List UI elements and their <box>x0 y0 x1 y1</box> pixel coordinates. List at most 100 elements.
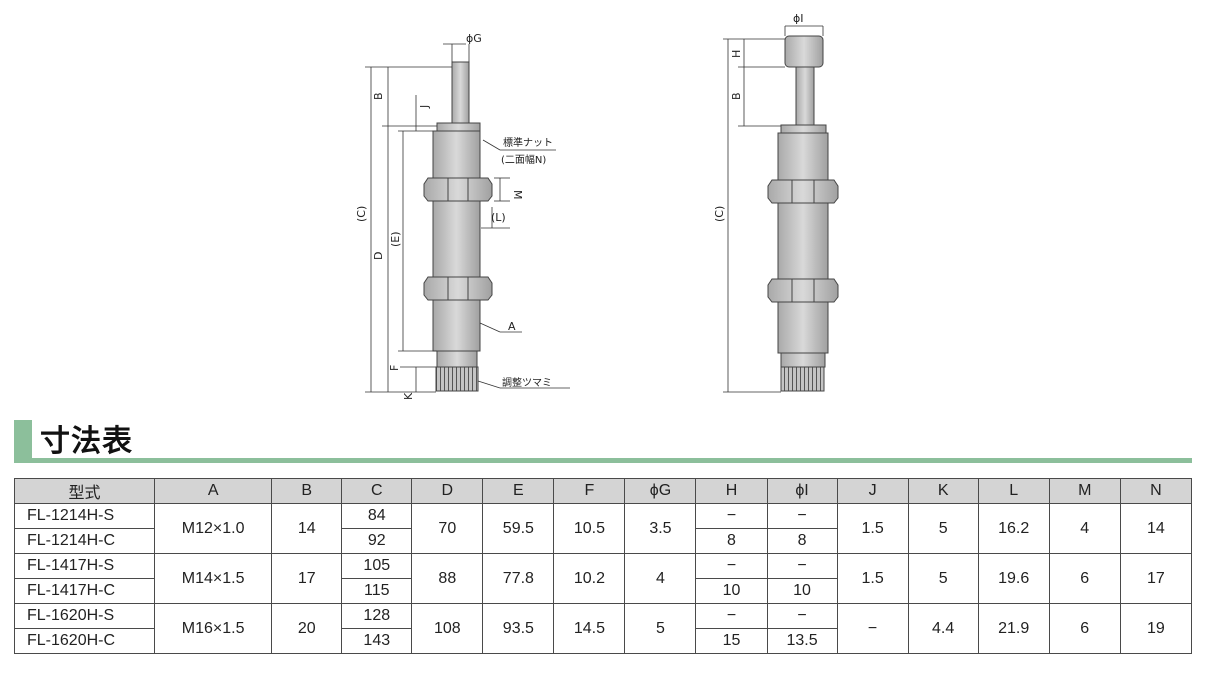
header-cell: E <box>482 478 555 504</box>
cell-C: 92 <box>341 528 413 554</box>
section-accent-bar <box>14 420 32 458</box>
table-row: FL-1417H-C 115 10 10 <box>13 578 1192 604</box>
right-piston-rod <box>795 66 815 126</box>
header-cell: M <box>1048 478 1121 504</box>
cell-H: 10 <box>695 578 768 604</box>
label-K: K <box>402 392 415 400</box>
cell-C: 128 <box>341 603 413 629</box>
table-row: FL-1214H-S M12×1.0 14 84 70 59.5 10.5 3.… <box>13 503 1193 554</box>
cell-M: 6 <box>1048 603 1121 654</box>
cell-H: − <box>695 553 768 579</box>
header-cell: K <box>907 478 979 504</box>
label-nut-line2: (二面幅N) <box>501 153 546 166</box>
cell-I: − <box>766 503 838 529</box>
section-rule <box>14 458 1192 463</box>
header-cell: N <box>1119 478 1193 504</box>
model-cell: FL-1417H-S <box>13 553 156 579</box>
label-F: F <box>388 365 401 371</box>
cell-E: 93.5 <box>482 603 555 654</box>
header-row: 型式 A B C D E F ϕG H ϕI J K L M N <box>13 478 1193 504</box>
header-cell: B <box>271 478 343 504</box>
cell-C: 105 <box>341 553 413 579</box>
header-cell: ϕG <box>624 478 697 504</box>
cell-E: 59.5 <box>482 503 555 554</box>
label-nut-line1: 標準ナット <box>503 136 553 149</box>
cell-F: 10.5 <box>553 503 626 554</box>
cell-A: M12×1.0 <box>154 503 273 554</box>
cell-K: 5 <box>907 553 979 604</box>
cell-I: 13.5 <box>766 628 838 654</box>
label-C-left: (C) <box>355 206 368 222</box>
cell-I: 8 <box>766 528 838 554</box>
cell-H: − <box>695 603 768 629</box>
cell-L: 16.2 <box>977 503 1050 554</box>
cell-G: 4 <box>624 553 697 604</box>
model-cell: FL-1620H-S <box>13 603 156 629</box>
cell-I: − <box>766 553 838 579</box>
header-cell: A <box>154 478 273 504</box>
header-cell: ϕI <box>766 478 838 504</box>
label-E: (E) <box>389 231 402 247</box>
left-knob <box>435 366 479 392</box>
table-row: FL-1417H-S M14×1.5 17 105 88 77.8 10.2 4… <box>13 553 1193 604</box>
label-M: M <box>511 190 524 200</box>
cell-I: 10 <box>766 578 838 604</box>
cell-E: 77.8 <box>482 553 555 604</box>
cell-A: M14×1.5 <box>154 553 273 604</box>
right-drawing: ϕI H B (C) <box>713 12 839 393</box>
cell-D: 108 <box>411 603 484 654</box>
table-row: FL-1620H-S M16×1.5 20 128 108 93.5 14.5 … <box>13 603 1193 654</box>
cell-D: 88 <box>411 553 484 604</box>
section-header: 寸法表 <box>14 416 1192 464</box>
right-upper-nut <box>767 179 839 204</box>
model-cell: FL-1620H-C <box>13 628 156 654</box>
cell-I: − <box>766 603 838 629</box>
label-J: J <box>418 105 431 109</box>
header-cell: C <box>341 478 413 504</box>
dimension-table: 型式 A B C D E F ϕG H ϕI J K L M N FL-1214… <box>13 478 1193 654</box>
label-H: H <box>730 50 743 58</box>
cell-B: 20 <box>271 603 343 654</box>
label-B-left: B <box>372 92 385 100</box>
cell-M: 6 <box>1048 553 1121 604</box>
label-knob: 調整ツマミ <box>502 376 552 389</box>
left-body <box>432 130 481 352</box>
table-row: FL-1620H-C 143 15 13.5 <box>13 628 1192 654</box>
cell-C: 84 <box>341 503 413 529</box>
cell-N: 17 <box>1119 553 1193 604</box>
label-A: A <box>508 320 516 333</box>
header-cell: 型式 <box>13 478 156 504</box>
right-knob <box>780 366 825 392</box>
model-cell: FL-1417H-C <box>13 578 156 604</box>
left-rod-collar <box>436 122 481 132</box>
cell-H: 15 <box>695 628 768 654</box>
cell-L: 21.9 <box>977 603 1050 654</box>
cell-A: M16×1.5 <box>154 603 273 654</box>
label-phiI: ϕI <box>793 12 804 25</box>
cell-N: 19 <box>1119 603 1193 654</box>
cell-H: − <box>695 503 768 529</box>
left-piston-rod <box>451 61 470 125</box>
cell-J: 1.5 <box>836 553 909 604</box>
cell-L: 19.6 <box>977 553 1050 604</box>
cell-B: 17 <box>271 553 343 604</box>
cell-B: 14 <box>271 503 343 554</box>
section-title: 寸法表 <box>40 424 133 459</box>
label-L: (L) <box>491 211 506 224</box>
label-B-right: B <box>730 92 743 100</box>
cell-C: 143 <box>341 628 413 654</box>
left-upper-nut <box>423 177 493 202</box>
label-phiG: ϕG <box>466 32 482 45</box>
cell-K: 5 <box>907 503 979 554</box>
table-row: FL-1214H-C 92 8 8 <box>13 528 1192 554</box>
cell-M: 4 <box>1048 503 1121 554</box>
cell-H: 8 <box>695 528 768 554</box>
label-D: D <box>372 252 385 260</box>
cell-N: 14 <box>1119 503 1193 554</box>
cell-K: 4.4 <box>907 603 979 654</box>
right-rod-collar <box>780 124 827 134</box>
header-cell: H <box>695 478 768 504</box>
model-cell: FL-1214H-S <box>13 503 156 529</box>
right-cap <box>784 35 824 68</box>
cell-J: − <box>836 603 909 654</box>
